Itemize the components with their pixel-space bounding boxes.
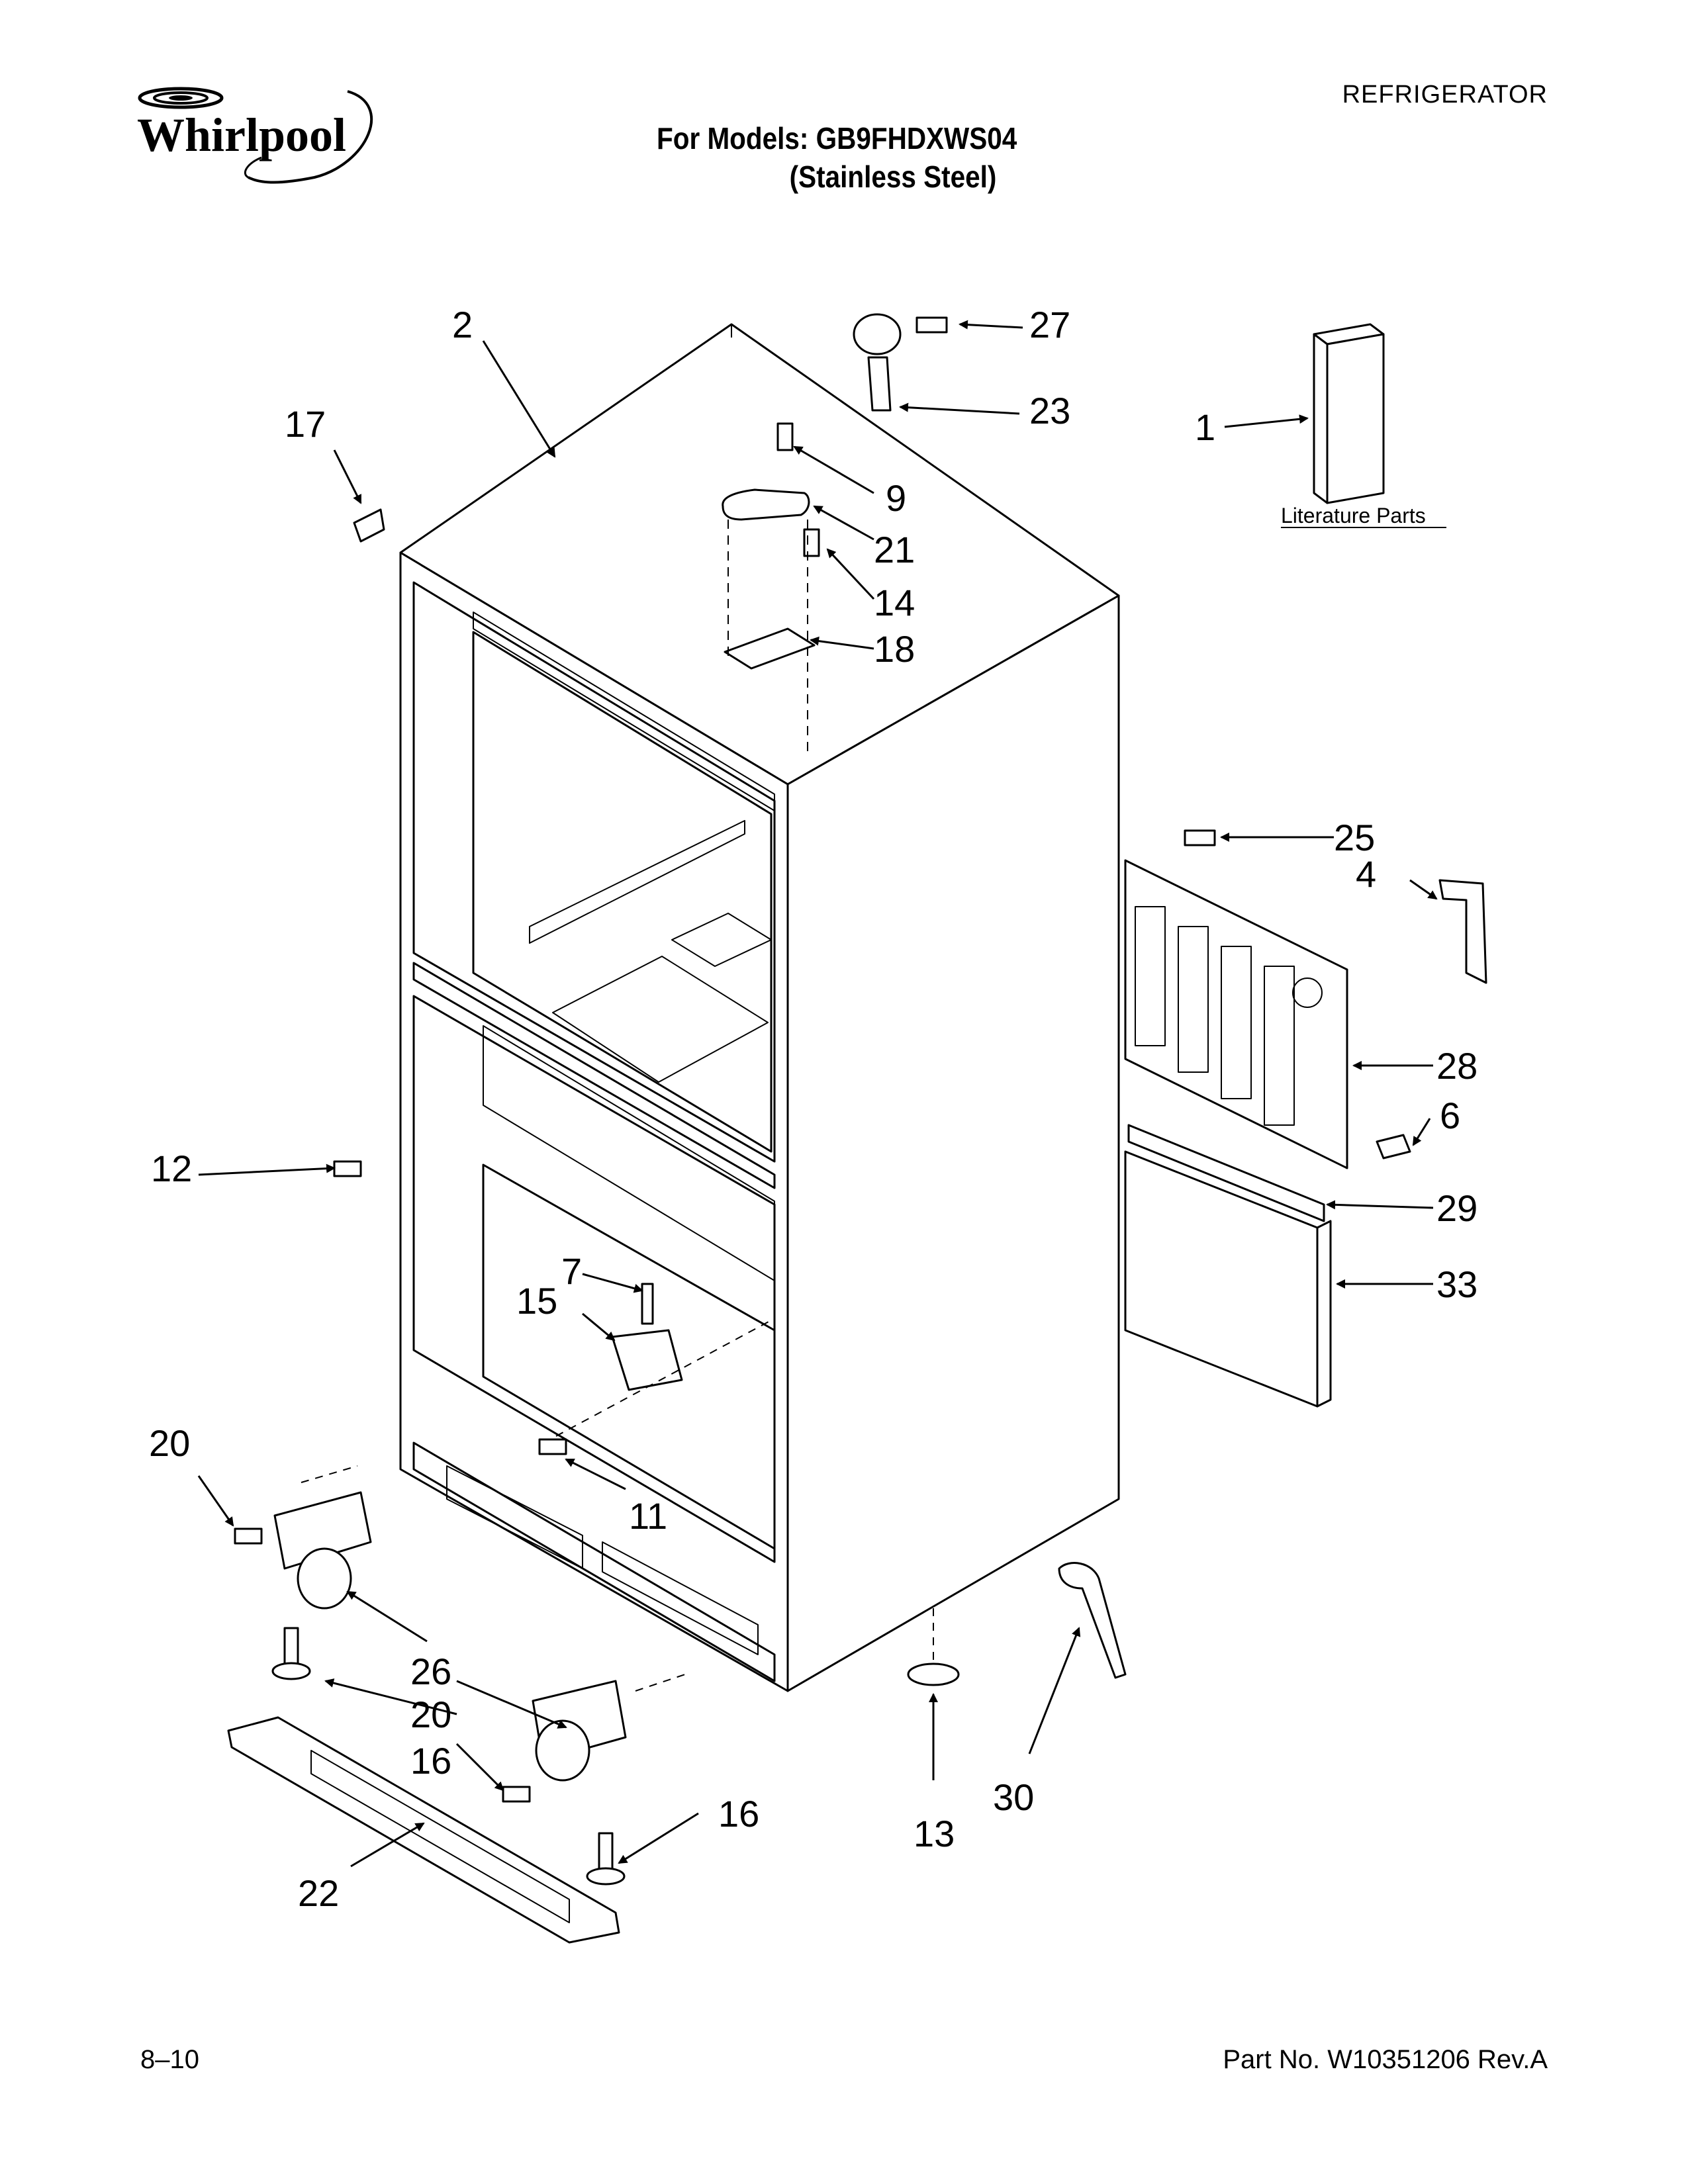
callout-20b: 20 xyxy=(410,1694,451,1735)
part-number: Part No. W10351206 Rev.A xyxy=(1223,2045,1548,2074)
callout-7: 7 xyxy=(561,1250,582,1292)
whirlpool-logo: Whirlpool xyxy=(129,78,387,210)
top-hinge-assembly xyxy=(722,422,820,751)
whirlpool-swirl-icon: Whirlpool xyxy=(137,87,373,184)
brand-wordmark: Whirlpool xyxy=(137,109,346,161)
callout-28: 28 xyxy=(1436,1045,1477,1087)
callout-17: 17 xyxy=(285,403,326,445)
callout-1: 1 xyxy=(1195,406,1215,448)
callout-30: 30 xyxy=(993,1776,1034,1818)
leveling-parts xyxy=(907,1562,1127,1686)
callout-15: 15 xyxy=(516,1280,557,1322)
lower-hinge xyxy=(555,1283,772,1437)
callout-26: 26 xyxy=(410,1651,451,1692)
callout-21: 21 xyxy=(874,529,915,570)
cabinet xyxy=(399,323,1120,1692)
small-clips xyxy=(1376,879,1487,1160)
callout-4: 4 xyxy=(1356,853,1376,895)
product-category: REFRIGERATOR xyxy=(1342,81,1548,109)
callout-27: 27 xyxy=(1029,304,1070,345)
callout-18: 18 xyxy=(874,628,915,670)
callout-13: 13 xyxy=(914,1813,955,1854)
callout-33: 33 xyxy=(1436,1263,1477,1305)
front-roller-assembly xyxy=(271,1465,686,1886)
callout-20a: 20 xyxy=(149,1422,190,1464)
callout-14: 14 xyxy=(874,582,915,623)
callout-12: 12 xyxy=(151,1148,192,1189)
hinge-cap-part xyxy=(853,313,948,412)
callout-25: 25 xyxy=(1334,817,1375,858)
callout-2: 2 xyxy=(452,304,473,345)
callout-9: 9 xyxy=(886,477,906,519)
screws xyxy=(234,508,1216,1803)
finish-line: (Stainless Steel) xyxy=(789,159,997,194)
model-line: For Models: GB9FHDXWS04 xyxy=(657,121,1017,156)
callout-16a: 16 xyxy=(410,1740,451,1782)
literature-booklet xyxy=(1313,323,1385,504)
model-heading: For Models: GB9FHDXWS04 (Stainless Steel… xyxy=(657,119,1017,196)
literature-parts-label: Literature Parts xyxy=(1281,504,1426,527)
callout-23: 23 xyxy=(1029,390,1070,432)
callout-22: 22 xyxy=(298,1872,339,1914)
revision-date: 8–10 xyxy=(140,2045,199,2074)
leader-lines xyxy=(197,320,1438,1868)
callout-6: 6 xyxy=(1440,1095,1460,1136)
callout-numbers: 2 17 27 23 1 9 21 14 18 25 4 28 6 29 33 … xyxy=(149,304,1477,1914)
rear-grille-panel xyxy=(1124,859,1348,1408)
callout-16b: 16 xyxy=(718,1793,759,1835)
callout-29: 29 xyxy=(1436,1187,1477,1229)
callout-11: 11 xyxy=(629,1495,667,1537)
